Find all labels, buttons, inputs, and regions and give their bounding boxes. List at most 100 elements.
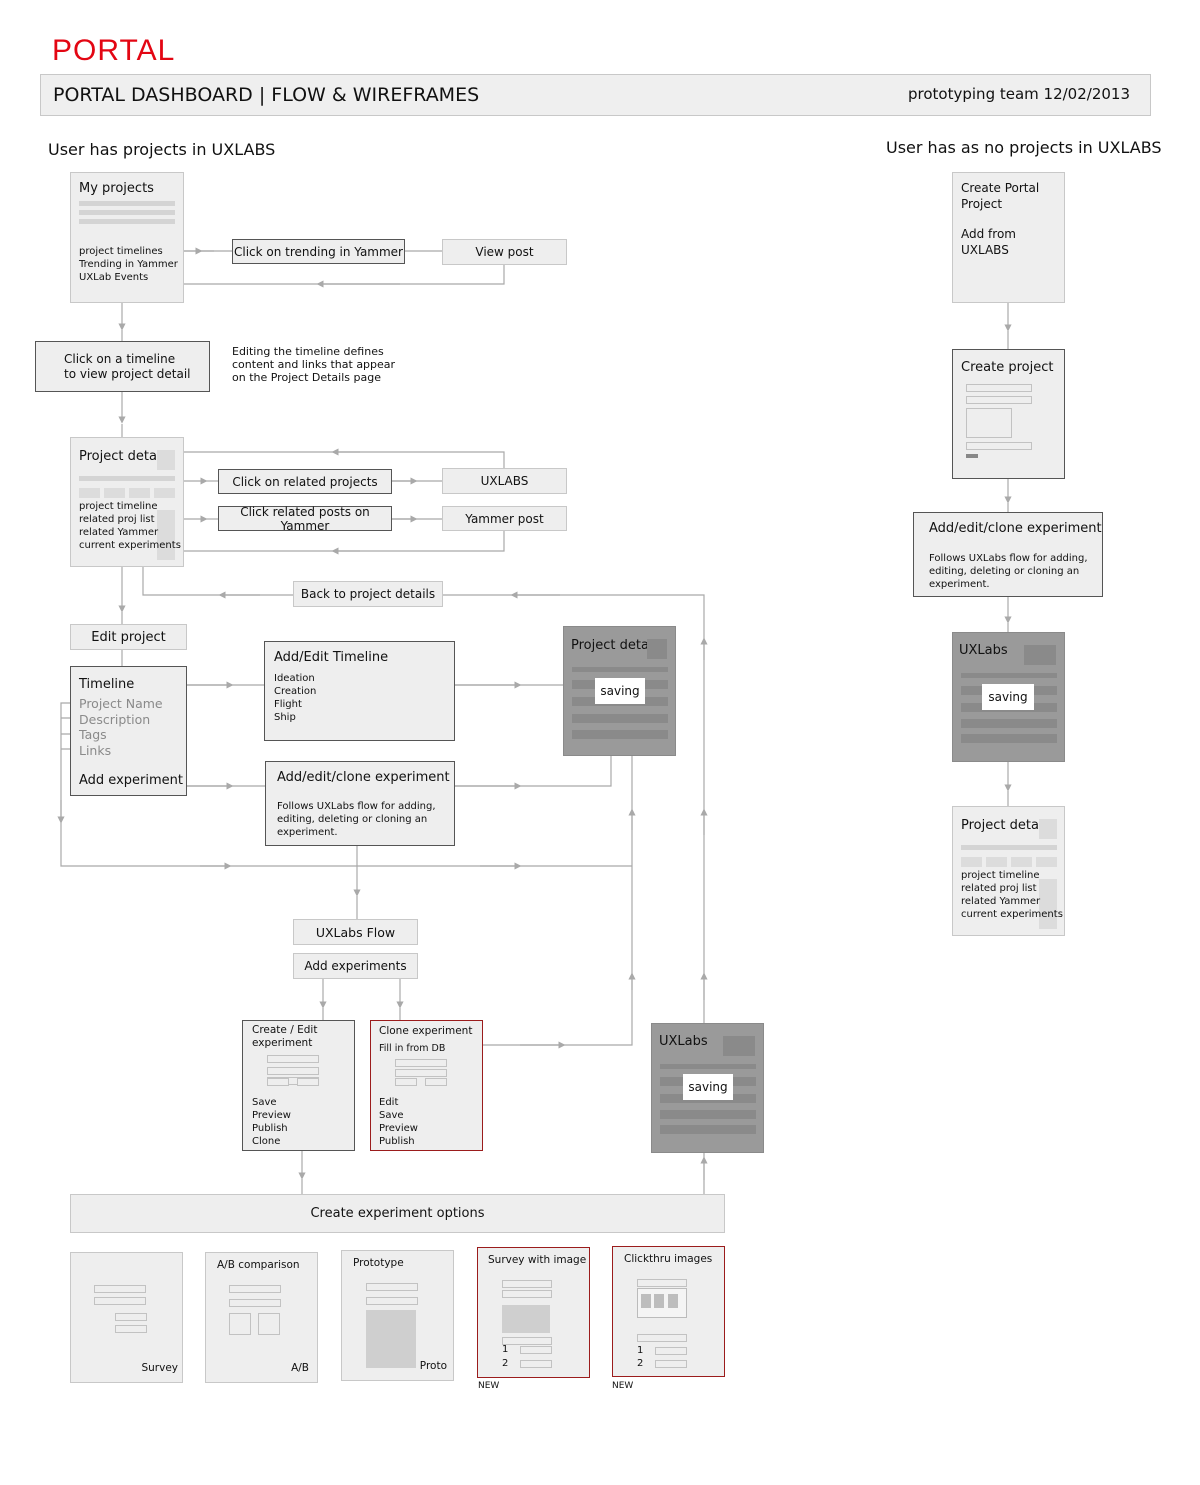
uxlabs-saving-wireframe: UXLabs saving [651, 1023, 764, 1153]
list-item: Creation [274, 686, 317, 697]
clone-experiment-title: Clone experiment [379, 1025, 473, 1037]
option-survey-with-image[interactable]: Survey with image 1 2 [477, 1247, 590, 1378]
create-edit-action-publish[interactable]: Publish [252, 1123, 288, 1134]
saving-project-details: Project details saving [563, 626, 676, 756]
timeline-field-project-name[interactable]: Project Name [79, 696, 163, 711]
list-item: related proj list [961, 883, 1037, 894]
related-projects-button[interactable]: Click on related projects [218, 469, 392, 494]
my-projects-title: My projects [79, 181, 154, 196]
clone-action-publish[interactable]: Publish [379, 1136, 415, 1147]
create-portal-project-wireframe: Create Portal Project Add from UXLABS [952, 172, 1065, 303]
section-left-title: User has projects in UXLABS [48, 140, 276, 159]
timeline-field-description[interactable]: Description [79, 711, 151, 727]
list-item: related Yammer [961, 896, 1041, 907]
option-survey-image-num1: 1 [502, 1344, 509, 1355]
list-item: Ideation [274, 673, 315, 684]
timeline-title: Timeline [79, 677, 135, 692]
author-date: prototyping team 12/02/2013 [908, 85, 1130, 103]
list-item: project timeline [79, 501, 158, 512]
page-title: PORTAL DASHBOARD | FLOW & WIREFRAMES [53, 84, 480, 106]
option-clickthru-num1: 1 [637, 1345, 644, 1356]
related-posts-button[interactable]: Click related posts on Yammer [218, 505, 392, 533]
option-survey-label: Survey [141, 1362, 178, 1374]
edit-project-button[interactable]: Edit project [70, 624, 187, 650]
option-clickthru-title: Clickthru images [624, 1253, 713, 1265]
add-from-line1[interactable]: Add from [961, 227, 1016, 241]
new-badge-clickthru: NEW [612, 1381, 634, 1391]
back-to-project-details-button[interactable]: Back to project details [293, 581, 443, 607]
list-item: Flight [274, 699, 302, 710]
saving-details-title: Project details [571, 638, 663, 653]
create-portal-line1[interactable]: Create Portal [961, 181, 1040, 195]
list-item: project timeline [961, 870, 1040, 881]
saving-indicator: saving [982, 684, 1034, 710]
add-edit-timeline-title: Add/Edit Timeline [274, 650, 389, 665]
list-item: Trending in Yammer [79, 259, 178, 270]
uxlabs-flow-label: UXLabs Flow [293, 919, 418, 945]
saving-indicator: saving [683, 1074, 733, 1100]
option-clickthru-num2: 2 [637, 1358, 644, 1369]
list-item: current experiments [79, 540, 181, 551]
create-edit-title-2: experiment [252, 1037, 313, 1049]
new-badge-survey-image: NEW [478, 1381, 500, 1391]
saving-indicator: saving [595, 678, 645, 704]
list-item: project timelines [79, 246, 163, 257]
create-edit-experiment-wireframe: Create / Edit experiment Save Preview Pu… [242, 1020, 355, 1151]
create-project-wireframe: Create project [952, 349, 1065, 479]
create-experiment-options-bar: Create experiment options [70, 1194, 725, 1233]
option-survey-image-num2: 2 [502, 1358, 509, 1369]
view-post-button[interactable]: View post [442, 239, 567, 265]
create-portal-line2[interactable]: Project [961, 196, 1003, 211]
add-edit-timeline-panel: Add/Edit Timeline Ideation Creation Flig… [264, 641, 455, 741]
right-add-edit-clone-panel: Add/edit/clone experiment Follows UXLabs… [913, 512, 1103, 597]
option-prototype-label: Proto [419, 1360, 447, 1372]
option-prototype-title: Prototype [353, 1257, 404, 1269]
yammer-post-button[interactable]: Yammer post [442, 506, 567, 531]
list-item: Ship [274, 712, 296, 723]
right-uxlabs-title: UXLabs [959, 643, 1008, 658]
section-right-title: User has as no projects in UXLABS [886, 138, 1162, 157]
timeline-field-tags[interactable]: Tags [79, 727, 107, 742]
uxlabs-button[interactable]: UXLABS [442, 468, 567, 494]
list-item: related proj list [79, 514, 155, 525]
add-from-line2[interactable]: UXLABS [961, 242, 1009, 257]
create-edit-title-1: Create / Edit [252, 1024, 318, 1036]
create-edit-action-clone[interactable]: Clone [252, 1136, 281, 1147]
clone-action-save[interactable]: Save [379, 1110, 404, 1121]
list-item: UXLab Events [79, 272, 149, 283]
timeline-field-links[interactable]: Links [79, 742, 112, 758]
click-timeline-line1: Click on a timeline [64, 352, 176, 366]
brand-logo: PORTAL [52, 34, 176, 67]
option-ab-comparison[interactable]: A/B comparison A/B [205, 1252, 318, 1383]
option-survey-image-title: Survey with image [488, 1254, 587, 1266]
add-edit-clone-panel: Add/edit/clone experiment Follows UXLabs… [265, 761, 455, 846]
option-clickthru-images[interactable]: Clickthru images 1 2 [612, 1246, 725, 1377]
title-bar: PORTAL DASHBOARD | FLOW & WIREFRAMES pro… [40, 74, 1151, 116]
click-timeline-step[interactable]: Click on a timeline to view project deta… [35, 341, 210, 392]
clone-experiment-wireframe: Clone experiment Fill in from DB Edit Sa… [370, 1020, 483, 1151]
option-ab-title: A/B comparison [217, 1259, 300, 1271]
my-projects-list: project timelines Trending in Yammer UXL… [79, 245, 178, 284]
uxlabs-saving-title: UXLabs [659, 1034, 708, 1049]
project-details-title: Project details [79, 449, 171, 464]
timeline-note: Editing the timeline defines content and… [232, 345, 396, 384]
option-prototype[interactable]: Prototype Proto [341, 1250, 454, 1381]
create-edit-action-save[interactable]: Save [252, 1097, 277, 1108]
create-edit-action-preview[interactable]: Preview [252, 1110, 291, 1121]
clone-action-preview[interactable]: Preview [379, 1123, 418, 1134]
clone-action-edit[interactable]: Edit [379, 1097, 399, 1108]
list-item: related Yammer [79, 527, 159, 538]
option-survey[interactable]: Survey [70, 1252, 183, 1383]
project-details-list: project timeline related proj list relat… [79, 500, 181, 552]
right-project-details-title: Project details [961, 818, 1053, 833]
timeline-panel: Timeline Project Name Description Tags L… [70, 666, 187, 796]
add-edit-clone-title: Add/edit/clone experiment [277, 770, 450, 785]
click-timeline-line2: to view project detail [64, 367, 191, 381]
option-ab-label: A/B [291, 1362, 309, 1374]
right-add-clone-title: Add/edit/clone experiment [929, 521, 1102, 536]
add-experiment-link[interactable]: Add experiment [79, 773, 183, 788]
clone-experiment-sub: Fill in from DB [379, 1043, 446, 1054]
create-project-title: Create project [961, 360, 1054, 375]
add-experiments-button[interactable]: Add experiments [293, 953, 418, 979]
trending-yammer-button[interactable]: Click on trending in Yammer [232, 239, 405, 264]
